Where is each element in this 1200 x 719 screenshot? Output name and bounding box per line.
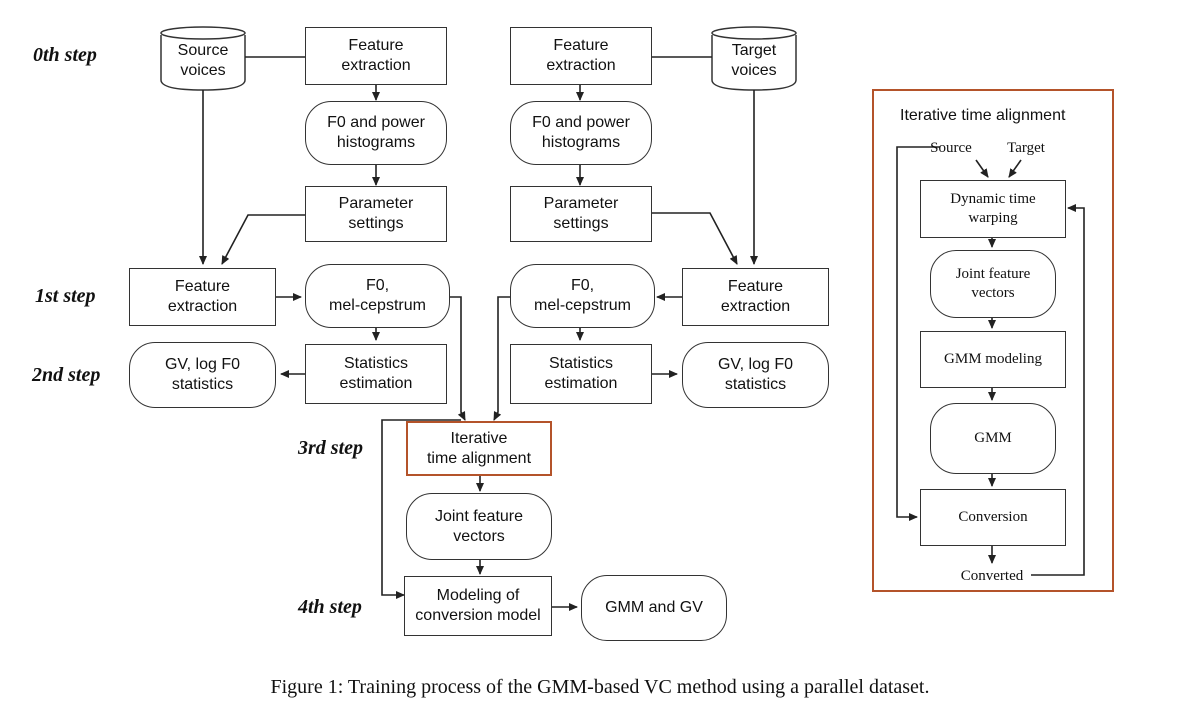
panel-gmm-modeling-box: GMM modeling: [920, 331, 1066, 388]
edge-panel-source-loop: [896, 146, 940, 521]
feature-extraction-target-step1-box: Feature extraction: [682, 268, 829, 326]
gv-logf0-statistics-target-box: GV, log F0 statistics: [682, 342, 829, 408]
parameter-settings-target-box: Parameter settings: [510, 186, 652, 242]
figure-caption: Figure 1: Training process of the GMM-ba…: [270, 676, 930, 698]
panel-conversion-box: Conversion: [920, 489, 1066, 546]
modeling-conversion-model-box: Modeling of conversion model: [404, 576, 552, 636]
panel-title: Iterative time alignment: [900, 107, 1066, 124]
panel-target-label: Target: [1007, 139, 1045, 156]
edge-panel-source-to-dtw: [975, 159, 989, 178]
iterative-time-alignment-panel: [872, 89, 1114, 592]
statistics-estimation-target-box: Statistics estimation: [510, 344, 652, 404]
edge-param-to-featext-left: [221, 214, 305, 265]
feature-extraction-source-box: Feature extraction: [305, 27, 447, 85]
joint-feature-vectors-box: Joint feature vectors: [406, 493, 552, 560]
target-voices-label: Target voices: [731, 42, 777, 79]
panel-joint-feature-vectors-box: Joint feature vectors: [930, 250, 1056, 318]
step-0-label: 0th step: [33, 44, 97, 66]
panel-dynamic-time-warping-box: Dynamic time warping: [920, 180, 1066, 238]
edge-f0-right-to-align: [493, 296, 510, 421]
edge-f0-left-to-align: [450, 296, 466, 421]
step-1-label: 1st step: [35, 285, 96, 307]
step-3-label: 3rd step: [298, 437, 363, 459]
gv-logf0-statistics-source-box: GV, log F0 statistics: [129, 342, 276, 408]
edge-param-to-featext-right: [652, 212, 738, 265]
edge-panel-converted-loop: [1031, 204, 1085, 576]
f0-power-histograms-target-box: F0 and power histograms: [510, 101, 652, 165]
target-voices-cylinder: [711, 26, 797, 91]
f0-mel-cepstrum-target-box: F0, mel-cepstrum: [510, 264, 655, 328]
f0-mel-cepstrum-source-box: F0, mel-cepstrum: [305, 264, 450, 328]
f0-power-histograms-source-box: F0 and power histograms: [305, 101, 447, 165]
panel-converted-label: Converted: [960, 567, 1024, 584]
feature-extraction-source-step1-box: Feature extraction: [129, 268, 276, 326]
gmm-and-gv-box: GMM and GV: [581, 575, 727, 641]
panel-source-label: Source: [930, 139, 972, 156]
step-4-label: 4th step: [298, 596, 362, 618]
step-2-label: 2nd step: [32, 364, 101, 386]
iterative-time-alignment-box: Iterative time alignment: [406, 421, 552, 476]
panel-gmm-box: GMM: [930, 403, 1056, 474]
statistics-estimation-source-box: Statistics estimation: [305, 344, 447, 404]
parameter-settings-source-box: Parameter settings: [305, 186, 447, 242]
edge-f0-left-to-modeling: [381, 419, 461, 599]
source-voices-label: Source voices: [177, 42, 229, 79]
feature-extraction-target-box: Feature extraction: [510, 27, 652, 85]
edge-panel-target-to-dtw: [1008, 159, 1022, 178]
